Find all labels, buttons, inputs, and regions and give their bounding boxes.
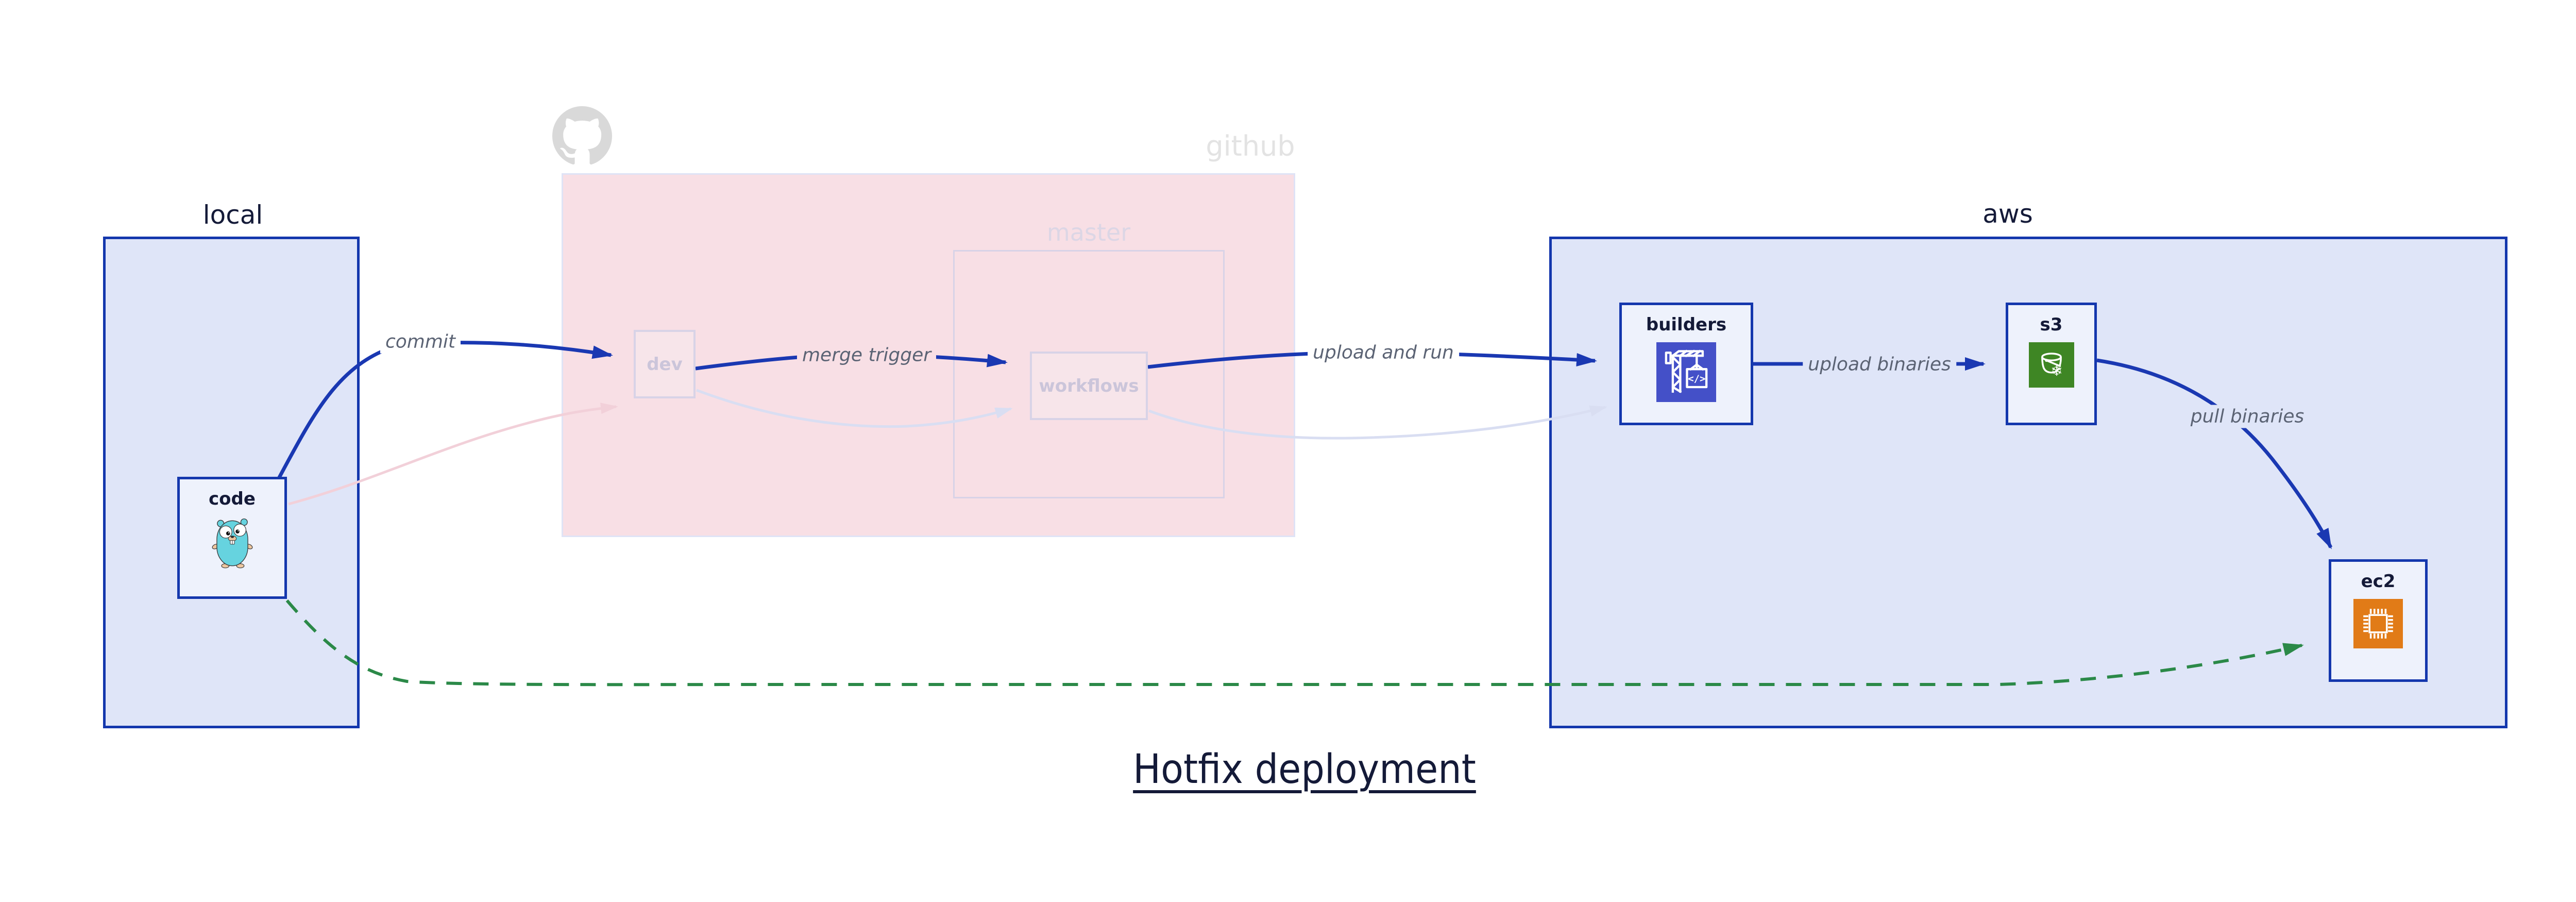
edge-label-merge-trigger: merge trigger: [796, 343, 937, 367]
cluster-master-label: master: [1046, 219, 1131, 246]
node-code: code: [177, 477, 287, 599]
aws-ec2-chip-icon: [2353, 599, 2403, 650]
node-dev: dev: [634, 330, 696, 398]
node-ec2: ec2: [2329, 559, 2428, 682]
edge-label-pull-binaries: pull binaries: [2185, 405, 2310, 428]
node-dev-label: dev: [647, 354, 683, 375]
node-ec2-label: ec2: [2361, 571, 2396, 592]
node-workflows-label: workflows: [1039, 375, 1139, 396]
node-workflows: workflows: [1030, 352, 1148, 420]
edge-label-upload-and-run: upload and run: [1308, 341, 1459, 364]
cluster-github-label: github: [1206, 130, 1295, 162]
svg-text:</>: </>: [1688, 374, 1705, 385]
cluster-master: [953, 250, 1225, 498]
diagram-title: Hotfix deployment: [1133, 746, 1476, 793]
edge-label-upload-binaries: upload binaries: [1803, 353, 1956, 376]
node-builders: builders </>: [1619, 303, 1753, 425]
cluster-local-label: local: [202, 200, 263, 230]
edge-label-commit: commit: [380, 330, 461, 354]
aws-s3-glacier-bucket-icon: ❄: [2028, 342, 2074, 390]
node-s3: s3 ❄: [2006, 303, 2097, 425]
node-builders-label: builders: [1646, 314, 1727, 335]
node-s3-label: s3: [2040, 314, 2063, 335]
node-code-label: code: [209, 489, 256, 509]
go-gopher-icon: [211, 516, 253, 572]
cluster-aws-label: aws: [1982, 199, 2033, 229]
svg-text:❄: ❄: [2050, 363, 2062, 379]
github-octocat-icon: [552, 106, 612, 165]
aws-codebuild-crane-icon: </>: [1656, 342, 1717, 404]
